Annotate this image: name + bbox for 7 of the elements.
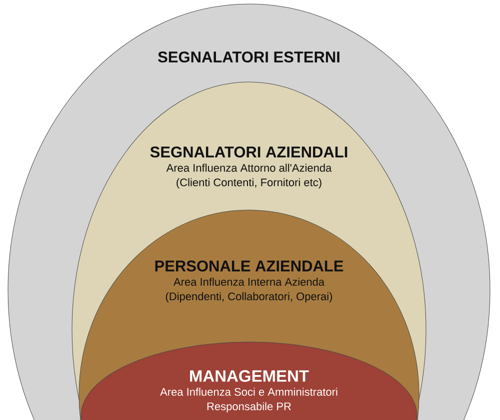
zone-title: MANAGEMENT: [190, 370, 309, 382]
zone-title: SEGNALATORI ESTERNI: [158, 52, 340, 62]
zone-title: PERSONALE AZIENDALE: [155, 260, 344, 272]
zone-description: Area Influenza Attorno all'Azienda (Clienti Contenti, Fornitori etc): [166, 164, 332, 188]
zone-description: Area Influenza Interna Azienda (Dipendenti, Collaboratori, Operai): [166, 278, 332, 302]
zone-description: Area Influenza Soci e Amministratori Responsabile PR: [160, 388, 338, 412]
zone-title: SEGNALATORI AZIENDALI: [150, 146, 348, 158]
